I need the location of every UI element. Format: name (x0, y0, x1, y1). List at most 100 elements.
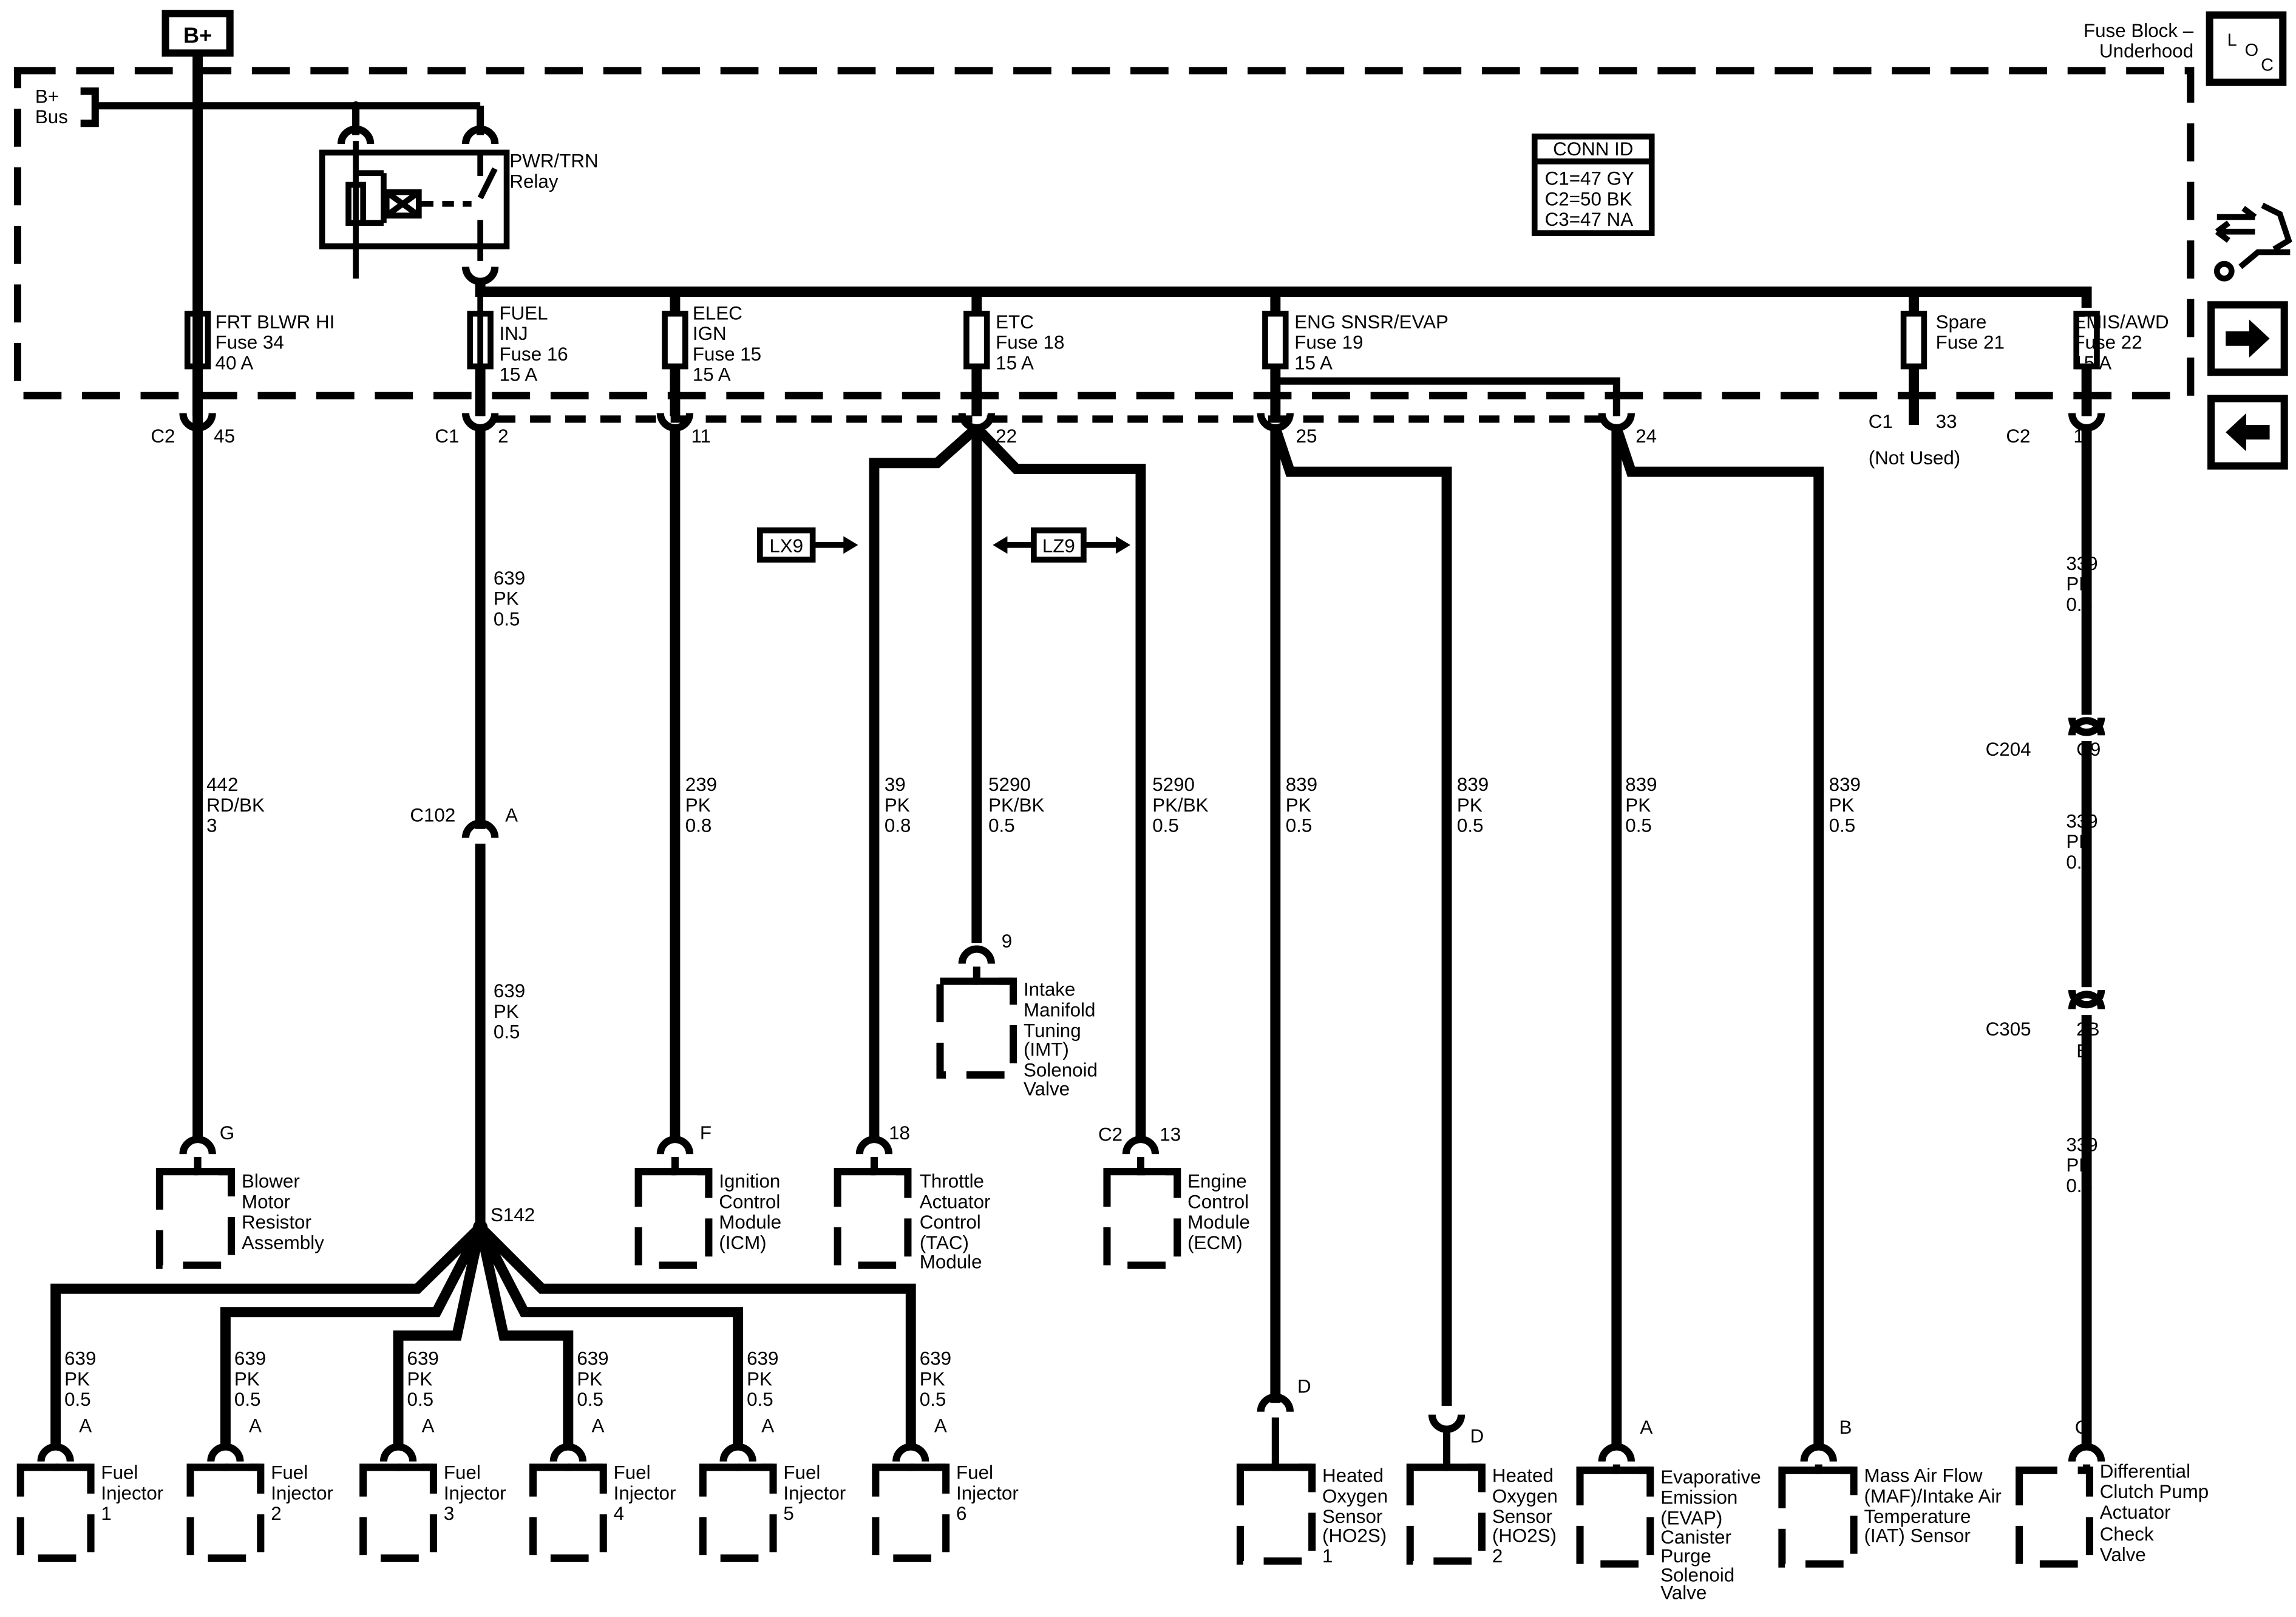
svg-text:22: 22 (996, 425, 1017, 447)
svg-text:Injector: Injector (271, 1482, 333, 1503)
svg-text:0.5: 0.5 (494, 609, 520, 630)
svg-text:(MAF)/Intake Air: (MAF)/Intake Air (1864, 1485, 2001, 1507)
svg-text:C2: C2 (1098, 1124, 1123, 1145)
svg-text:442: 442 (206, 774, 238, 795)
svg-text:Throttle: Throttle (920, 1171, 984, 1192)
svg-text:A: A (934, 1415, 947, 1437)
svg-text:Valve: Valve (1660, 1582, 1707, 1603)
right-arrow-icon (2226, 319, 2270, 358)
fuse-block-title: Fuse Block – Underhood (2084, 20, 2194, 62)
svg-text:Spare: Spare (1936, 311, 1987, 333)
svg-text:PK: PK (1286, 795, 1311, 816)
ignition-control-module: F Ignition Control Module (ICM) (634, 1122, 781, 1269)
lz9-option: LZ9 (993, 527, 1131, 563)
svg-text:Underhood: Underhood (2099, 41, 2193, 62)
svg-text:0.5: 0.5 (988, 815, 1015, 836)
svg-text:IGN: IGN (693, 323, 727, 344)
svg-text:C: C (2075, 1417, 2089, 1438)
svg-text:Fuse 21: Fuse 21 (1936, 332, 2005, 353)
svg-text:0.5: 0.5 (234, 1389, 261, 1410)
svg-text:Motor: Motor (242, 1191, 290, 1212)
svg-text:Sensor: Sensor (1322, 1506, 1382, 1527)
svg-text:1: 1 (2073, 425, 2084, 447)
svg-text:Actuator: Actuator (2100, 1502, 2171, 1523)
fuse-spare: Spare Fuse 21 (1900, 310, 2005, 370)
svg-text:639: 639 (64, 1348, 96, 1369)
svg-text:0.5: 0.5 (747, 1389, 773, 1410)
svg-text:15 A: 15 A (996, 352, 1034, 373)
svg-text:Check: Check (2100, 1524, 2154, 1545)
svg-text:C: C (2261, 55, 2274, 75)
loc-icon[interactable]: L O C (2206, 11, 2287, 86)
fuse-emis-awd: EMIS/AWD Fuse 22 15 A (2073, 310, 2169, 373)
svg-text:Manifold: Manifold (1024, 1000, 1095, 1021)
svg-text:1: 1 (1322, 1545, 1333, 1567)
svg-text:PK: PK (407, 1368, 433, 1389)
svg-text:0.5: 0.5 (1286, 815, 1313, 836)
svg-text:Purge: Purge (1660, 1545, 1711, 1567)
svg-text:33: 33 (1936, 411, 1957, 432)
svg-text:L: L (2227, 30, 2237, 50)
svg-text:639: 639 (494, 568, 525, 589)
svg-text:39: 39 (885, 774, 906, 795)
svg-text:25: 25 (1296, 425, 1317, 447)
svg-text:0.5: 0.5 (407, 1389, 434, 1410)
pin-c2-blwr: C2 (151, 425, 175, 447)
svg-text:Fuse 18: Fuse 18 (996, 332, 1064, 353)
prev-page-button[interactable] (2207, 395, 2288, 470)
svg-text:Fuel: Fuel (271, 1462, 308, 1483)
blower-motor-resistor: G Blower Motor Resistor Assembly (155, 1122, 324, 1269)
svg-text:5: 5 (783, 1503, 793, 1524)
svg-text:C2: C2 (2006, 425, 2030, 447)
svg-text:11: 11 (691, 425, 711, 447)
svg-text:Valve: Valve (2100, 1544, 2146, 1565)
svg-text:C2=50 BK: C2=50 BK (1545, 188, 1632, 209)
svg-text:Fuse 16: Fuse 16 (499, 344, 568, 365)
engine-control-module: C2 13 Engine Control Module (ECM) (1098, 1124, 1250, 1269)
svg-text:PK/BK: PK/BK (1152, 795, 1208, 816)
svg-text:(IMT): (IMT) (1024, 1039, 1069, 1060)
svg-text:639: 639 (407, 1348, 439, 1369)
svg-text:(ECM): (ECM) (1187, 1232, 1243, 1253)
c305-connector: C305 2B B (1986, 989, 2105, 1062)
svg-text:Heated: Heated (1322, 1465, 1384, 1486)
svg-text:Control: Control (1187, 1191, 1249, 1212)
svg-text:18: 18 (889, 1122, 910, 1144)
svg-text:Control: Control (920, 1212, 981, 1233)
svg-text:(IAT) Sensor: (IAT) Sensor (1864, 1525, 1970, 1546)
svg-text:(HO2S): (HO2S) (1492, 1525, 1557, 1546)
svg-text:Module: Module (719, 1212, 781, 1233)
svg-text:(ICM): (ICM) (719, 1232, 766, 1253)
svg-text:PK: PK (920, 1368, 945, 1389)
svg-text:C1: C1 (435, 425, 459, 447)
svg-text:Fuse 22: Fuse 22 (2073, 332, 2142, 353)
fuse-elec-ign: ELEC IGN Fuse 15 15 A (662, 302, 761, 385)
service-info-icon[interactable] (2213, 202, 2292, 282)
svg-text:Fuse 34: Fuse 34 (216, 332, 284, 353)
svg-text:C204: C204 (1986, 739, 2031, 760)
svg-text:3: 3 (444, 1503, 454, 1524)
fuse-eng-snsr: ENG SNSR/EVAP Fuse 19 15 A (1262, 310, 1449, 373)
svg-text:PWR/TRN: PWR/TRN (509, 151, 598, 172)
svg-text:Fuel: Fuel (614, 1462, 651, 1483)
svg-text:0.5: 0.5 (920, 1389, 946, 1410)
fuse-frt-blwr: FRT BLWR HI Fuse 34 40 A (184, 308, 335, 373)
svg-text:Injector: Injector (444, 1482, 506, 1503)
svg-text:3: 3 (206, 815, 217, 836)
svg-text:FUEL: FUEL (499, 302, 548, 324)
svg-text:Injector: Injector (783, 1482, 846, 1503)
next-page-button[interactable] (2207, 301, 2288, 376)
clutch-pump-actuator: C Differential Clutch Pump Actuator Chec… (2016, 1417, 2209, 1568)
svg-text:PK: PK (1625, 795, 1651, 816)
bplus-bus: B+ Bus (35, 86, 481, 127)
svg-text:639: 639 (747, 1348, 778, 1369)
svg-text:PK: PK (494, 1001, 519, 1022)
throttle-actuator-module: 18 Throttle Actuator Control (TAC) Modul… (834, 1122, 990, 1272)
svg-text:Fuel: Fuel (783, 1462, 820, 1483)
svg-text:639: 639 (494, 980, 525, 1002)
svg-text:0.5: 0.5 (1625, 815, 1652, 836)
